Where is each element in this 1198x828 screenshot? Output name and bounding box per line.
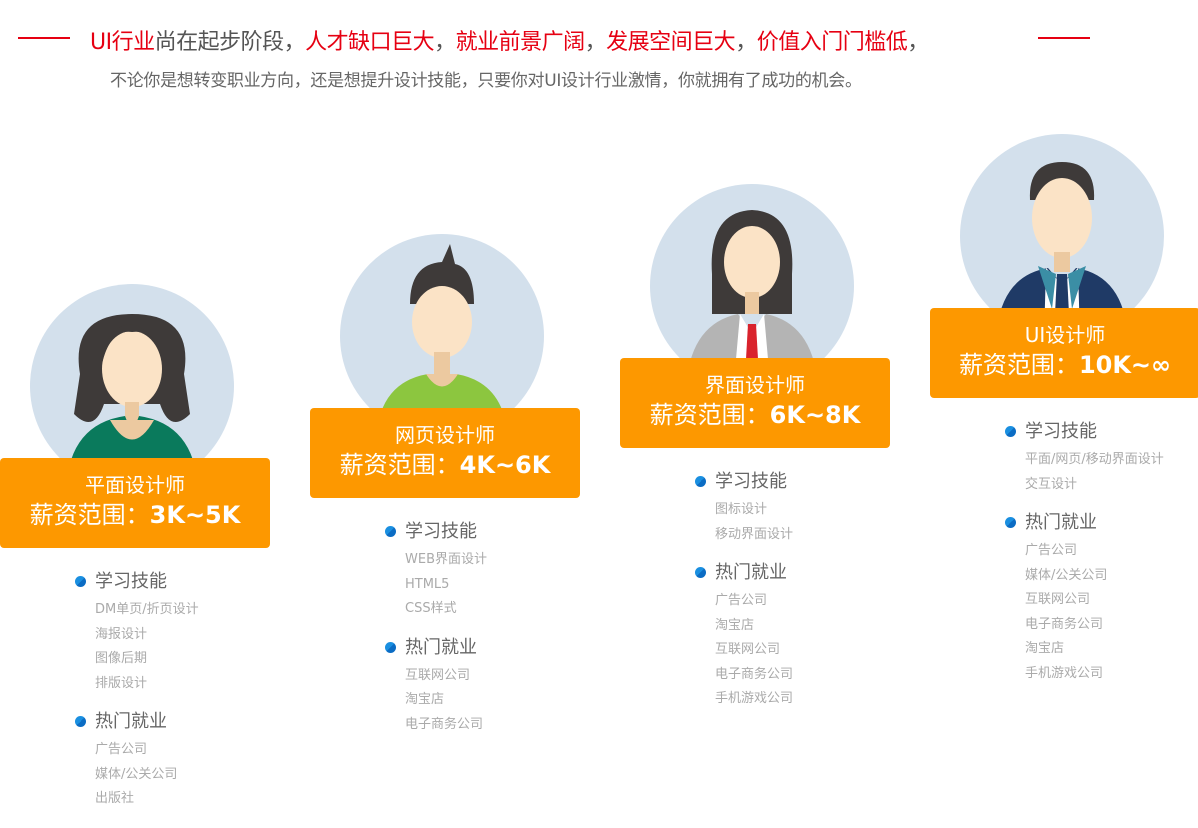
jobs-item: 媒体/公关公司 [95,766,178,782]
skills-item: 交互设计 [1025,476,1078,492]
jobs-heading: 热门就业 [695,561,793,591]
headline-part: 价值入门门槛低 [756,30,908,55]
jobs-heading-text: 热门就业 [95,711,167,732]
jobs-heading-text: 热门就业 [715,562,787,583]
salary-banner: 网页设计师薪资范围：4K~6K [310,408,580,498]
jobs-item: 电子商务公司 [1025,616,1104,632]
jobs-heading: 热门就业 [75,710,199,740]
salary-label: 薪资范围： [958,351,1079,379]
skills-item: 移动界面设计 [715,526,794,542]
salary-banner: 界面设计师薪资范围：6K~8K [620,358,890,448]
skills-heading: 学习技能 [1005,420,1164,450]
role-title: UI设计师 [1024,323,1106,347]
headline-part: ， [584,30,607,55]
right-divider-line [1038,37,1090,39]
skills-heading: 学习技能 [385,520,487,550]
subtitle: 不论你是想转变职业方向，还是想提升设计技能，只要你对UI设计行业激情，你就拥有了… [110,71,862,91]
salary-value: 3K~5K [149,501,241,529]
salary-banner: 平面设计师薪资范围：3K~5K [0,458,270,548]
section-gap [1005,499,1164,511]
bullet-dot-icon [385,526,396,537]
jobs-item: 媒体/公关公司 [1025,567,1108,583]
bullet-dot-icon [1005,426,1016,437]
skills-heading-text: 学习技能 [95,571,167,592]
skills-heading-text: 学习技能 [405,521,477,542]
bullet-dot-icon [695,567,706,578]
skills-heading: 学习技能 [695,470,793,500]
bullet-dot-icon [1005,517,1016,528]
headline-part: 人才缺口巨大 [305,30,435,55]
jobs-item: 互联网公司 [405,667,471,683]
skills-item: 图标设计 [715,502,768,517]
skills-item: HTML5 [405,576,450,592]
avatar-circle [650,184,854,388]
info-list: 学习技能图标设计移动界面设计热门就业广告公司淘宝店互联网公司电子商务公司手机游戏… [695,470,793,714]
skills-heading: 学习技能 [75,570,199,600]
headline-part: ， [434,30,456,55]
headline-part: 尚在起步阶段， [154,30,306,55]
skills-item: WEB界面设计 [405,552,487,567]
role-title: 界面设计师 [705,373,805,397]
salary-label: 薪资范围： [649,401,770,429]
left-divider-line [18,37,70,39]
skills-item: CSS样式 [405,601,457,616]
info-list: 学习技能平面/网页/移动界面设计交互设计热门就业广告公司媒体/公关公司互联网公司… [1005,420,1164,688]
jobs-item: 互联网公司 [1025,592,1091,607]
skills-item: 排版设计 [95,675,148,691]
section-gap [695,549,793,561]
salary-banner: UI设计师薪资范围：10K~∞ [930,308,1198,398]
jobs-item: 淘宝店 [715,617,755,633]
jobs-item: 出版社 [95,791,135,806]
jobs-item: 互联网公司 [715,642,781,657]
salary-range: 薪资范围：3K~5K [0,498,270,532]
headline-part: ， [907,30,929,55]
headline-part: 发展空间巨大 [606,30,736,55]
bullet-dot-icon [75,716,86,727]
skills-item: DM单页/折页设计 [95,602,199,617]
bullet-dot-icon [695,476,706,487]
skills-heading-text: 学习技能 [715,471,787,492]
skills-item: 图像后期 [95,651,148,666]
skills-item: 平面/网页/移动界面设计 [1025,452,1164,467]
salary-label: 薪资范围： [339,451,460,479]
info-list: 学习技能 DM单页/折页设计海报设计图像后期排版设计热门就业广告公司媒体/公关公司… [75,570,199,814]
jobs-heading-text: 热门就业 [1025,512,1097,533]
salary-label: 薪资范围： [29,501,150,529]
role-title: 平面设计师 [85,473,185,497]
salary-range: 薪资范围：4K~6K [310,448,580,482]
jobs-item: 电子商务公司 [715,666,794,682]
jobs-item: 广告公司 [715,593,768,608]
role-title: 网页设计师 [395,423,495,447]
skills-heading-text: 学习技能 [1025,421,1097,442]
jobs-heading: 热门就业 [1005,511,1164,541]
jobs-item: 手机游戏公司 [715,691,794,706]
jobs-item: 广告公司 [95,742,148,757]
section-gap [385,624,487,636]
jobs-item: 淘宝店 [1025,641,1065,656]
bullet-dot-icon [75,576,86,587]
jobs-heading-text: 热门就业 [405,636,477,658]
salary-range: 薪资范围：6K~8K [620,398,890,432]
section-gap [75,698,199,710]
headline-row: UI行业尚在起步阶段，人才缺口巨大，就业前景广阔，发展空间巨大，价值入门门槛低， [0,24,1198,56]
skills-item: 海报设计 [95,626,148,642]
salary-range: 薪资范围：10K~∞ [930,348,1198,382]
jobs-item: 手机游戏公司 [1025,665,1104,681]
jobs-heading: 热门就业 [385,636,487,666]
salary-value: 10K~∞ [1078,351,1172,379]
jobs-item: 淘宝店 [405,692,445,707]
headline-part: UI行业 [90,30,155,55]
jobs-item: 电子商务公司 [405,716,484,732]
salary-value: 4K~6K [459,451,551,479]
bullet-dot-icon [385,641,396,653]
headline-part: 就业前景广阔 [455,30,586,55]
headline-part: ， [735,30,757,55]
jobs-item: 广告公司 [1025,543,1078,558]
salary-value: 6K~8K [769,401,861,429]
headline: UI行业尚在起步阶段，人才缺口巨大，就业前景广阔，发展空间巨大，价值入门门槛低， [90,24,929,56]
